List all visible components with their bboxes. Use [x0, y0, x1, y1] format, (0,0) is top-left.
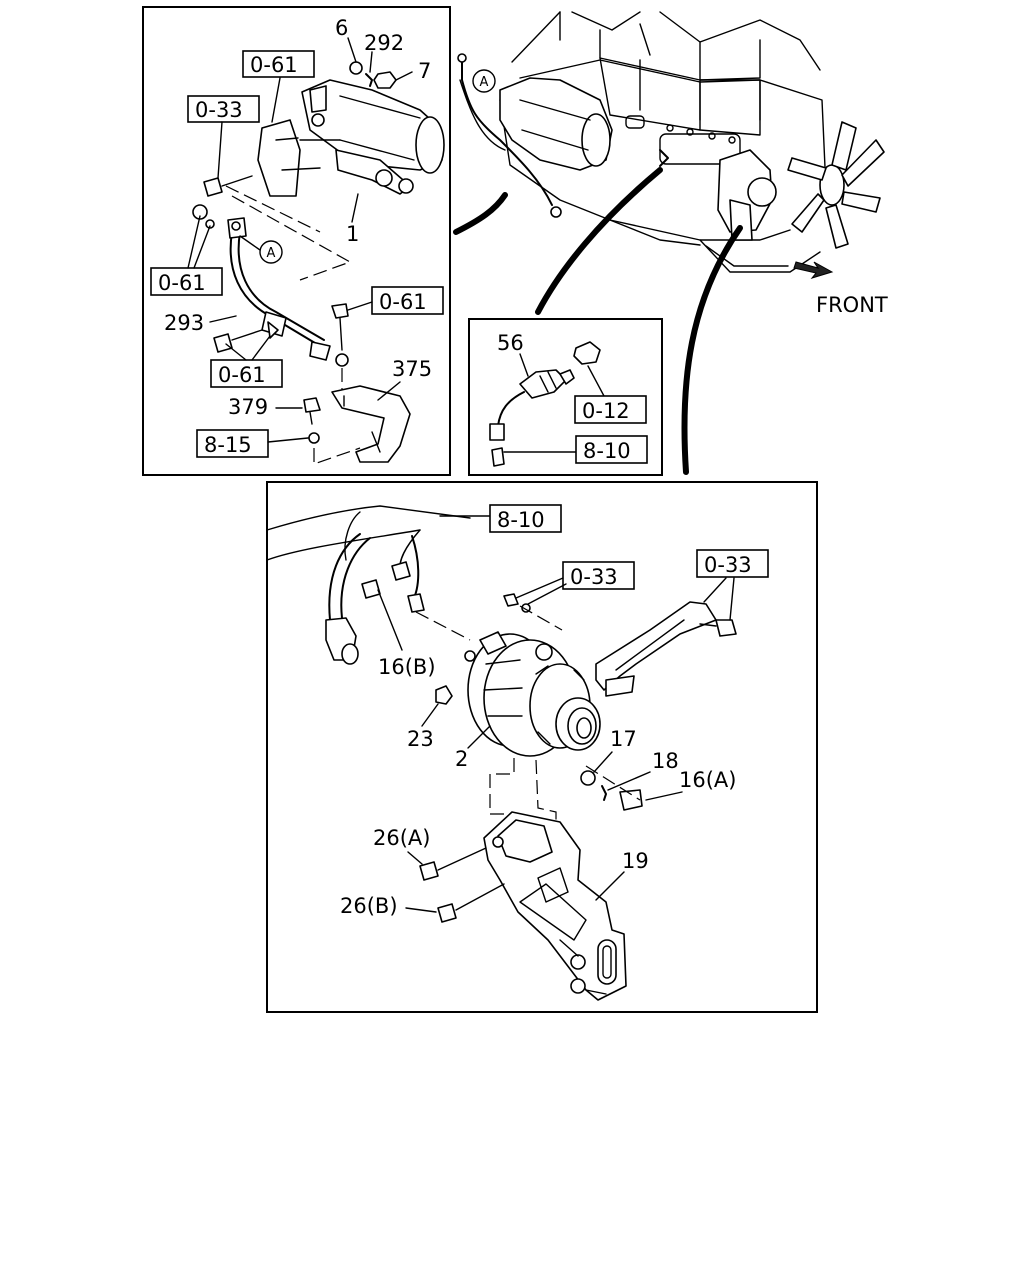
ref-box-012: 0-12: [574, 395, 647, 424]
alternator-panel: [266, 481, 818, 1013]
ref-box-061-bottom: 0-61: [210, 359, 283, 388]
label-part-375: 375: [392, 357, 432, 381]
bolt-16a: [619, 789, 643, 811]
label-part-18: 18: [652, 749, 679, 773]
bolt-16b: [361, 579, 381, 599]
sensor-panel: [468, 318, 663, 476]
label-part-19: 19: [622, 849, 649, 873]
svg-text:A: A: [480, 75, 489, 90]
label-part-23: 23: [407, 727, 434, 751]
svg-text:0-61: 0-61: [218, 363, 266, 387]
ref-box-033-mid: 0-33: [562, 561, 635, 590]
svg-text:0-61: 0-61: [250, 53, 298, 77]
svg-text:0-33: 0-33: [704, 553, 752, 577]
washer-815: [308, 432, 320, 444]
nut-23: [435, 685, 453, 705]
front-label: FRONT: [816, 293, 888, 317]
alternator-2: [464, 631, 601, 757]
lockwasher-18: [601, 785, 607, 801]
label-part-1: 1: [346, 222, 359, 246]
svg-text:0-61: 0-61: [158, 271, 206, 295]
wire-harness: [266, 505, 471, 665]
bolt-right: [331, 303, 349, 319]
svg-text:0-33: 0-33: [570, 565, 618, 589]
sensor-56: [489, 369, 575, 441]
nut-012: [573, 341, 601, 365]
svg-text:A: A: [267, 246, 276, 261]
adjusting-arm: [595, 601, 717, 697]
label-part-6: 6: [335, 16, 348, 40]
leader-curve-starter: [453, 192, 508, 235]
engine-fan: [787, 121, 885, 249]
svg-text:0-12: 0-12: [582, 399, 630, 423]
washer-17: [580, 770, 596, 786]
bolt-379: [303, 397, 321, 413]
leader-curve-sensor: [535, 167, 663, 315]
label-part-16b: 16(B): [378, 655, 436, 679]
label-part-26a: 26(A): [373, 826, 430, 850]
terminal-810: [491, 447, 505, 467]
ref-box-810-small: 8-10: [575, 435, 648, 464]
bolt-left: [203, 177, 223, 197]
bolt-26a: [419, 861, 439, 881]
bolt-033-mid: [503, 593, 519, 607]
label-part-17: 17: [610, 727, 637, 751]
mounting-bracket-19: [483, 811, 627, 1001]
nut-7: [373, 71, 397, 89]
svg-text:8-10: 8-10: [583, 439, 631, 463]
label-part-2: 2: [455, 747, 468, 771]
bolt-033-right: [715, 619, 737, 637]
label-part-293: 293: [164, 311, 204, 335]
starter-panel: [142, 6, 451, 476]
ref-box-061-right: 0-61: [371, 286, 444, 315]
ref-box-061-top: 0-61: [242, 50, 315, 78]
label-part-56: 56: [497, 331, 524, 355]
bolt-26b: [437, 903, 457, 923]
marker-a-top: A: [472, 69, 496, 93]
svg-text:0-33: 0-33: [195, 98, 243, 122]
engine-overview: [457, 11, 885, 273]
bolt-293-left: [213, 333, 233, 353]
marker-a-left: A: [259, 240, 283, 264]
svg-text:8-15: 8-15: [204, 433, 252, 457]
leader-curve-alternator: [681, 225, 743, 475]
svg-text:8-10: 8-10: [497, 508, 545, 532]
label-part-7: 7: [418, 59, 431, 83]
ref-box-810-main: 8-10: [489, 504, 562, 533]
bracket-375: [331, 385, 411, 463]
ref-box-061-left: 0-61: [150, 267, 223, 296]
label-part-26b: 26(B): [340, 894, 398, 918]
label-part-292: 292: [364, 31, 404, 55]
starter-motor: [257, 79, 445, 197]
ref-box-815: 8-15: [196, 429, 269, 458]
svg-text:0-61: 0-61: [379, 290, 427, 314]
label-part-379: 379: [228, 395, 268, 419]
cable-293: [227, 217, 331, 361]
ref-box-033-right: 0-33: [696, 549, 769, 578]
front-arrow-icon: [793, 261, 834, 279]
label-part-16a: 16(A): [679, 768, 736, 792]
ref-box-033-left: 0-33: [187, 95, 260, 123]
lockwasher-292: [365, 73, 373, 87]
washer-6: [349, 61, 363, 75]
